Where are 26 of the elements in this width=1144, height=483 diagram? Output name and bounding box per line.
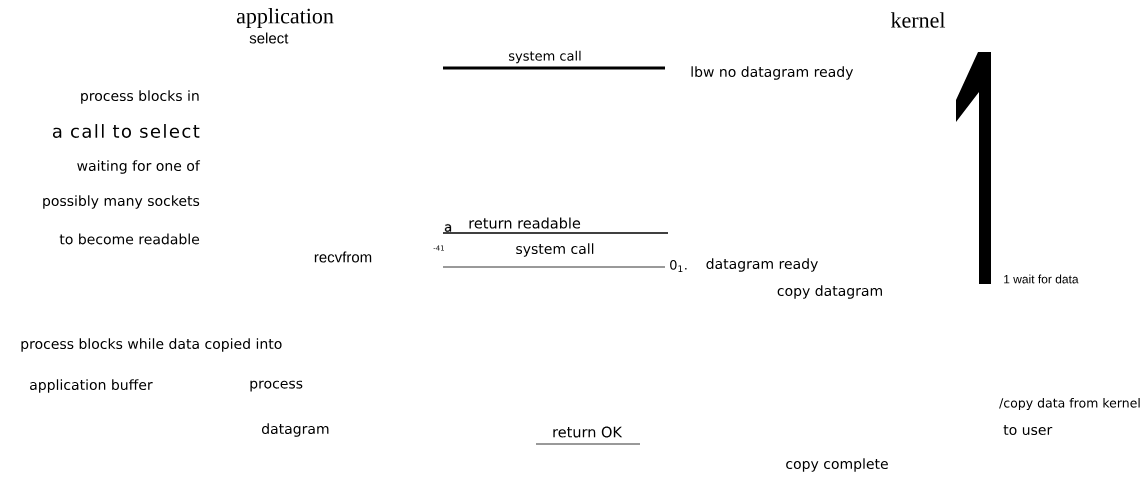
note-text: process blocks in bbox=[81, 90, 199, 104]
note-text: process blocks while data copied into bbox=[21, 338, 282, 352]
note-text: lbw no datagram ready bbox=[691, 66, 854, 80]
note-text: application buffer bbox=[30, 379, 153, 393]
note-text: a call to select bbox=[52, 124, 200, 138]
note-text: copy datagram bbox=[777, 285, 882, 299]
note-text: /copy data from kernel bbox=[999, 397, 1140, 411]
note-text: waiting for one of bbox=[77, 160, 201, 174]
column-heading: application bbox=[236, 8, 334, 28]
line-label: system call bbox=[509, 50, 581, 64]
line-label: system call bbox=[516, 243, 594, 257]
note-text: to become readable bbox=[59, 233, 200, 245]
note-text: 1 wait for data bbox=[1004, 274, 1079, 284]
letter-mark: a bbox=[445, 224, 451, 232]
note-text: datagram bbox=[261, 423, 329, 437]
line-label: return readable bbox=[469, 217, 581, 229]
call-label: recvfrom bbox=[314, 251, 372, 263]
line-label: return OK bbox=[553, 426, 623, 438]
note-text: process bbox=[250, 380, 303, 392]
line-label: 0$_{1}$. bbox=[670, 259, 687, 273]
note-text: copy complete bbox=[786, 458, 888, 472]
note-text: datagram ready bbox=[706, 258, 818, 272]
note-text: possibly many sockets bbox=[43, 195, 200, 209]
note-text: to user bbox=[1003, 425, 1053, 436]
call-label: select bbox=[249, 32, 289, 44]
column-heading: kernel bbox=[890, 12, 946, 28]
